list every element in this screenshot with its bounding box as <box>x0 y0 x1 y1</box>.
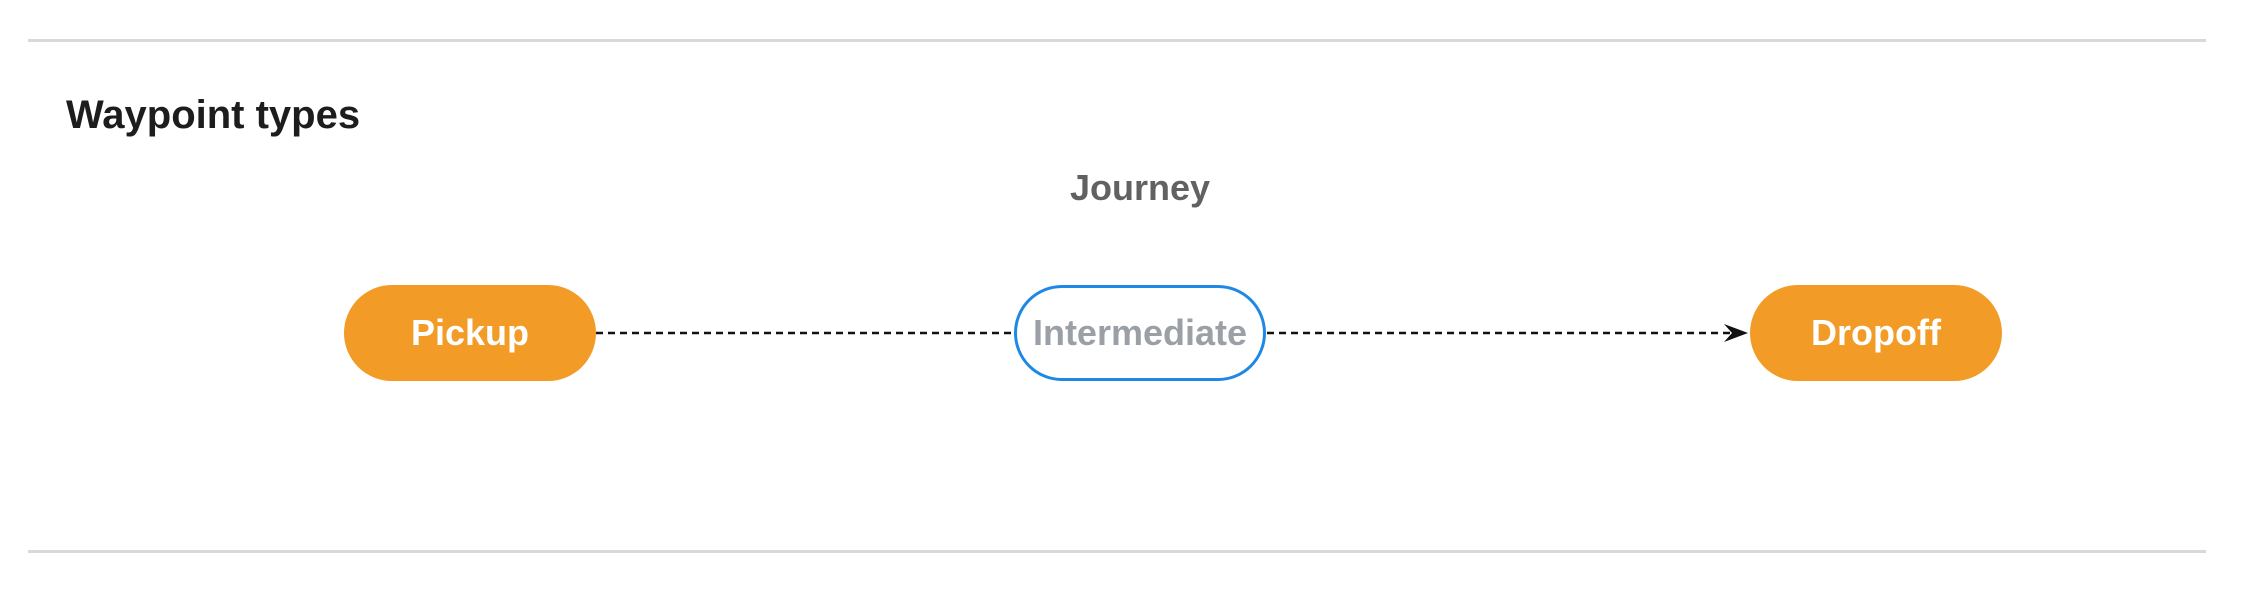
node-intermediate: Intermediate <box>1014 285 1266 381</box>
node-intermediate-label: Intermediate <box>1032 312 1248 353</box>
bottom-divider <box>28 550 2206 553</box>
node-pickup-label: Pickup <box>410 312 530 353</box>
arrowhead-icon <box>1724 324 1748 342</box>
node-pickup: Pickup <box>344 285 596 381</box>
node-dropoff-label: Dropoff <box>1811 312 1941 353</box>
node-dropoff: Dropoff <box>1750 285 2002 381</box>
top-divider <box>28 39 2206 42</box>
page-title: Waypoint types <box>66 92 361 137</box>
diagram-title: Journey <box>1069 167 1211 208</box>
